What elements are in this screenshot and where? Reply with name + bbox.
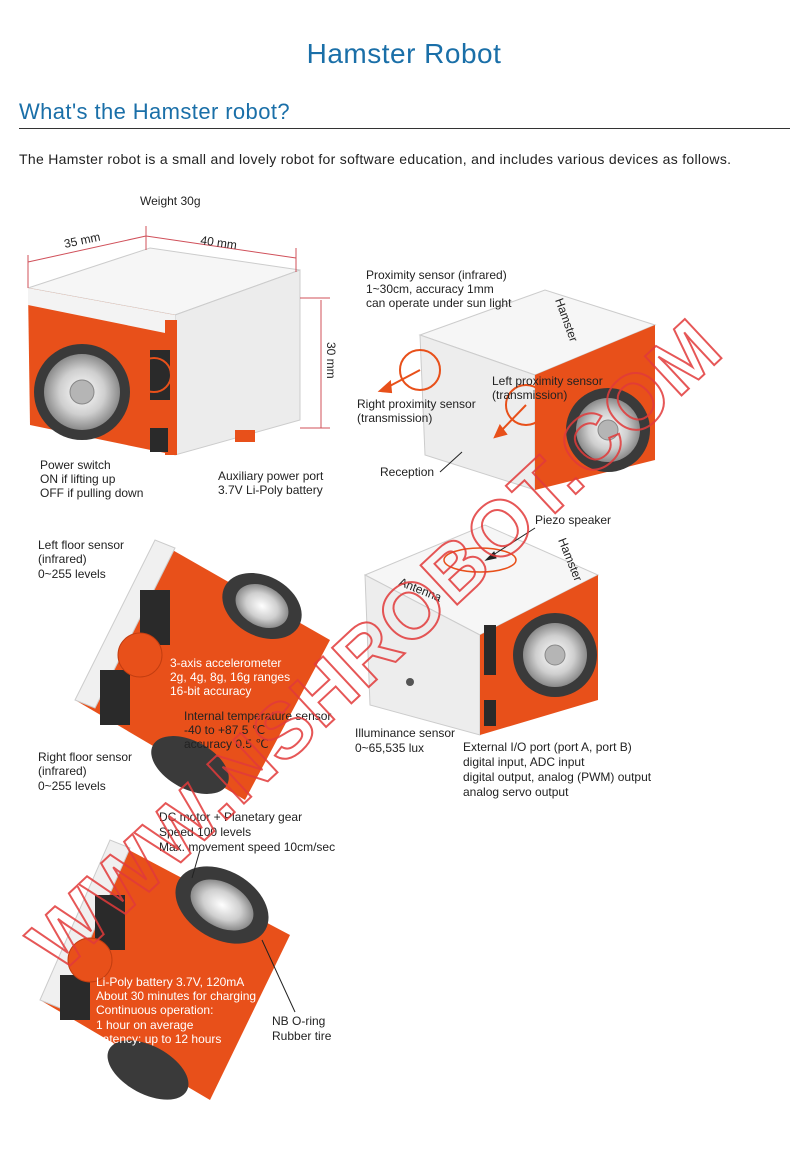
left-floor-label-3: 0~255 levels [38, 567, 106, 581]
illuminance-sensor [406, 678, 414, 686]
dimension-lines [27, 226, 330, 429]
io-port-label-3: digital output, analog (PWM) output [463, 770, 652, 784]
section-title: What's the Hamster robot? [19, 99, 290, 124]
page-title: Hamster Robot [306, 38, 502, 69]
power-switch-marker [136, 357, 172, 393]
temperature-label-2: -40 to +87.5 ℃ [184, 723, 265, 737]
battery-label-5: Latency: up to 12 hours [96, 1032, 221, 1046]
section-divider [19, 128, 790, 129]
io-port-label-2: digital input, ADC input [463, 755, 585, 769]
robot-proximity-view: Hamster [377, 289, 657, 491]
robot-drive-view [39, 839, 296, 1100]
power-switch-label-3: OFF if pulling down [40, 486, 143, 500]
battery-label-4: 1 hour on average [96, 1018, 194, 1032]
battery-label-1: Li-Poly battery 3.7V, 120mA [96, 975, 244, 989]
tire-label-1: NB O-ring [272, 1014, 325, 1028]
accelerometer-label-3: 16-bit accuracy [170, 684, 251, 698]
aux-port-label-1: Auxiliary power port [218, 469, 324, 483]
io-port-label-4: analog servo output [463, 785, 569, 799]
depth-label: 35 mm [63, 230, 102, 251]
intro-paragraph: The Hamster robot is a small and lovely … [19, 151, 732, 167]
proximity-label-1: Proximity sensor (infrared) [366, 268, 507, 282]
right-floor-label-1: Right floor sensor [38, 750, 132, 764]
aux-port-label-2: 3.7V Li-Poly battery [218, 483, 323, 497]
motor-label-1: DC motor + Planetary gear [159, 810, 302, 824]
reception-label: Reception [380, 465, 434, 479]
temperature-label-3: accuracy 0.5 ℃ [184, 737, 269, 751]
illuminance-label-2: 0~65,535 lux [355, 741, 424, 755]
piezo-label: Piezo speaker [535, 513, 611, 527]
accelerometer-label-1: 3-axis accelerometer [170, 656, 281, 670]
proximity-label-3: can operate under sun light [366, 296, 512, 310]
power-switch-label-1: Power switch [40, 458, 111, 472]
battery-label-3: Continuous operation: [96, 1003, 213, 1017]
piezo-speaker-marker [443, 547, 517, 573]
right-floor-sensor [100, 670, 130, 725]
weight-label: Weight 30g [140, 194, 201, 208]
robot-io-view: Hamster Antenna [363, 524, 600, 736]
left-proximity-label-1: Left proximity sensor [492, 374, 603, 388]
labels: Power switch ON if lifting up OFF if pul… [38, 268, 652, 1046]
aux-power-port [150, 428, 168, 452]
motor-label-3: Max. movement speed 10cm/sec [159, 840, 335, 854]
accelerometer-label-2: 2g, 4g, 8g, 16g ranges [170, 670, 290, 684]
external-io-port [484, 625, 496, 675]
power-switch-label-2: ON if lifting up [40, 472, 116, 486]
left-proximity-label-2: (transmission) [492, 388, 567, 402]
width-label: 40 mm [200, 233, 238, 252]
right-proximity-label-1: Right proximity sensor [357, 397, 476, 411]
robot-front-view: Weight 30g 35 mm 40 mm 30 mm [27, 194, 338, 456]
tire-label-2: Rubber tire [272, 1029, 332, 1043]
illuminance-label-1: Illuminance sensor [355, 726, 455, 740]
proximity-label-2: 1~30cm, accuracy 1mm [366, 282, 494, 296]
motor-label-2: Speed 100 levels [159, 825, 251, 839]
right-proximity-label-2: (transmission) [357, 411, 432, 425]
left-floor-label-1: Left floor sensor [38, 538, 124, 552]
height-label: 30 mm [324, 342, 338, 379]
temperature-label-1: Internal temperature sensor [184, 709, 331, 723]
right-proximity-marker [399, 349, 441, 391]
proximity-arrows [377, 369, 527, 439]
rubber-tire [107, 1040, 189, 1100]
left-floor-label-2: (infrared) [38, 552, 87, 566]
battery-label-2: About 30 minutes for charging [96, 989, 256, 1003]
right-floor-label-2: (infrared) [38, 764, 87, 778]
io-port-label-1: External I/O port (port A, port B) [463, 740, 632, 754]
left-proximity-marker [505, 384, 547, 426]
right-floor-label-3: 0~255 levels [38, 779, 106, 793]
robot-bottom-view [74, 539, 330, 800]
